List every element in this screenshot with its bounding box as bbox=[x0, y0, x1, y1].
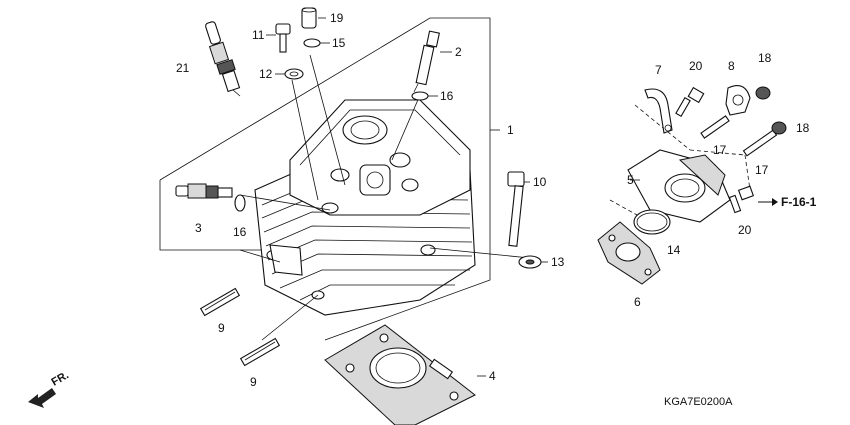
callout-21: 21 bbox=[176, 61, 190, 75]
callout-9-lower: 9 bbox=[250, 375, 257, 389]
bolt-20-lower bbox=[728, 185, 755, 214]
callout-2: 2 bbox=[455, 45, 462, 59]
callout-18-upper: 18 bbox=[758, 51, 772, 65]
callout-19: 19 bbox=[330, 11, 344, 25]
callout-1: 1 bbox=[507, 123, 514, 137]
bolt-20-upper bbox=[675, 86, 705, 118]
callout-14: 14 bbox=[667, 243, 681, 257]
flange-bolt-10 bbox=[507, 171, 525, 247]
stud-bolt-9-lower bbox=[239, 337, 281, 367]
insulator-gasket-6 bbox=[597, 221, 661, 285]
hose-clamp-7 bbox=[644, 88, 673, 134]
callout-9-upper: 9 bbox=[218, 321, 225, 335]
callout-13: 13 bbox=[551, 255, 565, 269]
callout-8: 8 bbox=[728, 59, 735, 73]
leader-lines bbox=[239, 54, 531, 341]
callout-16-upper: 16 bbox=[440, 89, 454, 103]
reference-arrow bbox=[758, 198, 778, 206]
cylinder-head bbox=[254, 99, 476, 316]
callout-numbers: 1 2 3 4 5 6 7 8 9 9 10 11 12 13 14 15 16… bbox=[176, 11, 810, 389]
callout-5: 5 bbox=[627, 173, 634, 187]
stud-bolt-2 bbox=[413, 30, 440, 93]
o-ring-15 bbox=[303, 38, 321, 48]
callout-11: 11 bbox=[252, 28, 265, 42]
flange-bolt-11 bbox=[275, 23, 291, 53]
callout-17-left: 17 bbox=[713, 143, 727, 157]
stud-bolt-17-left bbox=[700, 115, 730, 139]
diagram-code: KGA7E0200A bbox=[664, 396, 733, 408]
cylinder-head-gasket bbox=[324, 324, 476, 425]
callout-20-upper: 20 bbox=[689, 59, 703, 73]
callout-12: 12 bbox=[259, 67, 273, 81]
callout-16-side: 16 bbox=[233, 225, 247, 239]
washer-13 bbox=[518, 255, 542, 269]
o-ring-14 bbox=[633, 209, 671, 235]
spark-plug-3 bbox=[175, 183, 233, 199]
front-marker-label: FR. bbox=[50, 369, 71, 388]
callout-7: 7 bbox=[655, 63, 662, 77]
callout-ticks bbox=[266, 17, 640, 377]
stud-bolt-17-right bbox=[742, 129, 778, 157]
callout-18-lower: 18 bbox=[796, 121, 810, 135]
sealing-washer-16-side bbox=[234, 194, 246, 212]
stud-bolt-9-upper bbox=[199, 287, 241, 317]
callout-17-right: 17 bbox=[755, 163, 769, 177]
washer-12 bbox=[284, 68, 304, 80]
callout-4: 4 bbox=[489, 369, 496, 383]
callout-20-lower: 20 bbox=[738, 223, 752, 237]
dowel-pin-19 bbox=[301, 7, 317, 29]
callout-15: 15 bbox=[332, 36, 346, 50]
spark-plug bbox=[205, 21, 241, 97]
sealing-washer-16-top bbox=[411, 91, 429, 101]
callout-6: 6 bbox=[634, 295, 641, 309]
hose-clamp-8 bbox=[725, 85, 751, 116]
front-direction-arrow bbox=[28, 388, 56, 408]
reference-label: F-16-1 bbox=[781, 195, 817, 209]
callout-3: 3 bbox=[195, 221, 202, 235]
nut-18-upper bbox=[755, 86, 771, 100]
callout-10: 10 bbox=[533, 175, 547, 189]
nut-18-lower bbox=[771, 121, 787, 135]
